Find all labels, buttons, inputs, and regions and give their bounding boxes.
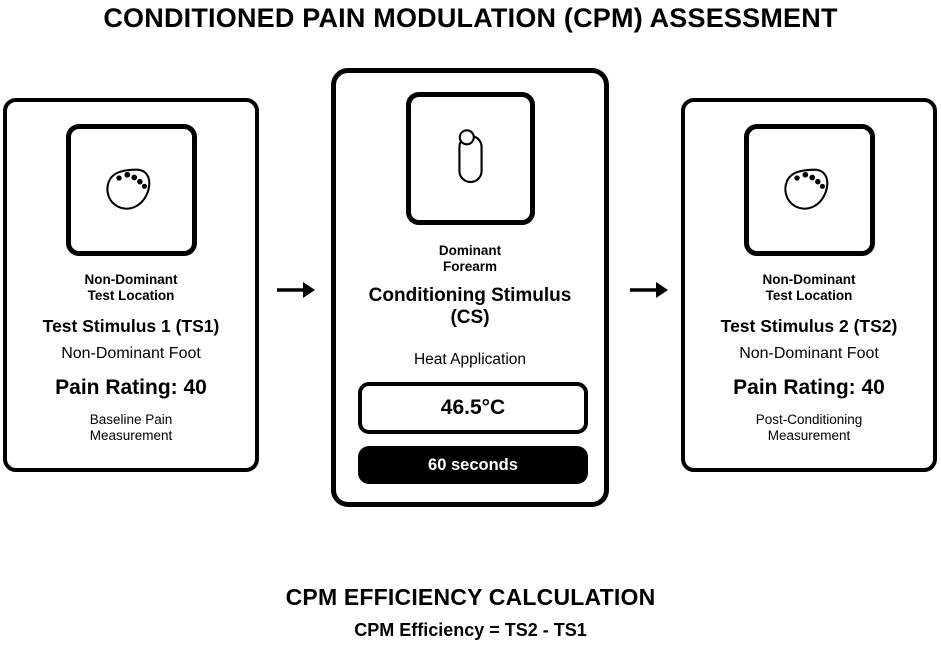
forearm-icon-box <box>406 92 535 225</box>
test-location-line-2: Test Location <box>87 287 175 303</box>
test-location-line-1: Non-Dominant <box>84 272 178 287</box>
test-location-line-1: Non-Dominant <box>762 272 856 287</box>
test-location-line-2: Test Location <box>765 287 853 303</box>
foot-icon-box <box>744 124 875 256</box>
pain-rating-value: Pain Rating: 40 <box>55 376 207 399</box>
panel-test-stimulus-2: Non-Dominant Test Location Test Stimulus… <box>681 98 937 472</box>
footer-title: CPM EFFICIENCY CALCULATION <box>285 584 656 610</box>
test-location-label: Non-Dominant Test Location <box>7 272 255 304</box>
duration-badge: 60 seconds <box>358 446 588 484</box>
body-part-label: Non-Dominant Foot <box>739 345 879 362</box>
measurement-caption-line-2: Measurement <box>89 427 173 443</box>
cs-subtitle: Heat Application <box>413 351 527 368</box>
test-location-label: Non-Dominant Test Location <box>685 272 933 304</box>
cs-location-line-2: Forearm <box>442 258 498 274</box>
cs-title-line-1: Conditioning Stimulus <box>368 285 572 306</box>
cs-title-line-2: (CS) <box>450 307 490 329</box>
forearm-icon <box>411 97 530 220</box>
measurement-caption-line-1: Baseline Pain <box>89 412 173 427</box>
pain-rating-value: Pain Rating: 40 <box>733 376 885 399</box>
panel-conditioning-stimulus: Dominant Forearm Conditioning Stimulus (… <box>331 68 609 507</box>
cs-location-label: Dominant Forearm <box>336 243 604 275</box>
cs-title: Conditioning Stimulus (CS) <box>336 285 604 330</box>
body-part-label: Non-Dominant Foot <box>61 345 201 362</box>
panel-test-stimulus-1: Non-Dominant Test Location Test Stimulus… <box>3 98 259 472</box>
foot-icon <box>749 129 870 251</box>
measurement-caption-line-1: Post-Conditioning <box>755 412 863 427</box>
footer-formula: CPM Efficiency = TS2 - TS1 <box>354 620 587 640</box>
cs-location-line-1: Dominant <box>438 243 502 258</box>
temperature-readout: 46.5°C <box>358 382 588 434</box>
measurement-caption: Baseline Pain Measurement <box>7 412 255 444</box>
flow-arrow-1 <box>275 275 317 305</box>
stimulus-title: Test Stimulus 2 (TS2) <box>720 316 898 336</box>
measurement-caption: Post-Conditioning Measurement <box>685 412 933 444</box>
foot-icon <box>71 129 192 251</box>
stimulus-title: Test Stimulus 1 (TS1) <box>42 316 220 336</box>
foot-icon-box <box>66 124 197 256</box>
measurement-caption-line-2: Measurement <box>767 427 851 443</box>
flow-arrow-2 <box>628 275 670 305</box>
page-title: CONDITIONED PAIN MODULATION (CPM) ASSESS… <box>103 3 838 33</box>
